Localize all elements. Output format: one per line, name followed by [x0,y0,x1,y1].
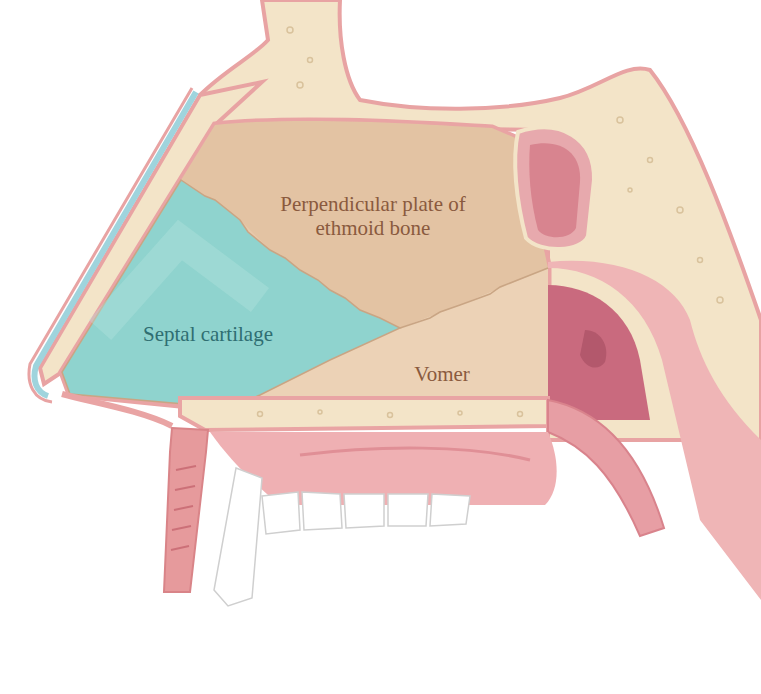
cartilage-label: Septal cartilage [108,322,308,346]
bone-label: Perpendicular plate of ethmoid bone [273,192,473,240]
bone-label: Vomer [382,362,502,386]
